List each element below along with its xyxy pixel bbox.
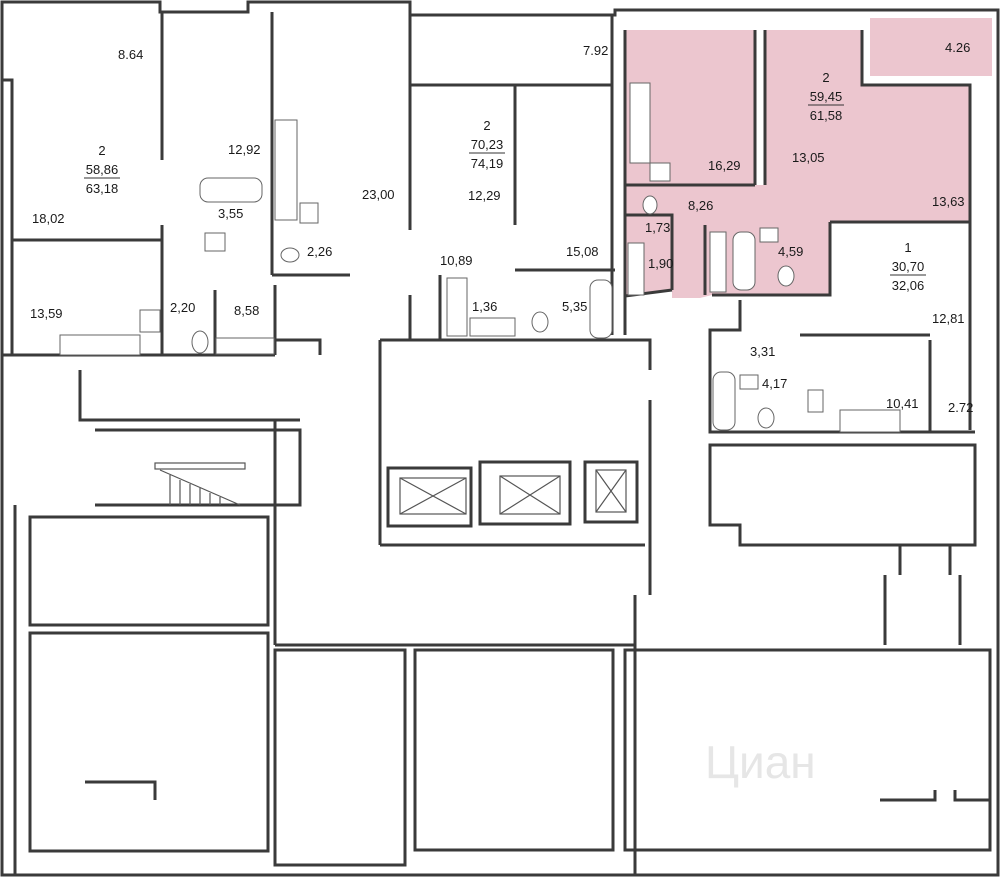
room-area: 2,20 [170,300,195,315]
room-area: 13,63 [932,194,965,209]
room-area: 18,02 [32,211,65,226]
highlighted-apartment[interactable] [625,18,992,298]
room-area: 1,90 [648,256,673,271]
room-area: 13,05 [792,150,825,165]
staircase [154,462,246,506]
room-area: 2.72 [948,400,973,415]
room-area: 12,92 [228,142,261,157]
room-area: 10,41 [886,396,919,411]
room-area: 10,89 [440,253,473,268]
room-area: 3,31 [750,344,775,359]
apartment-living-area: 58,86 [86,162,119,177]
room-area: 15,08 [566,244,599,259]
room-area: 3,55 [218,206,243,221]
room-area: 8,26 [688,198,713,213]
elevator-shafts [386,460,639,528]
fixtures [59,82,901,433]
apartment-labels: 2 58,86 63,18 2 70,23 74,19 2 59,45 61,58 1 30,70 3… [84,70,926,293]
room-area: 12,81 [932,311,965,326]
room-area: 4,59 [778,244,803,259]
apartment-total-area: 32,06 [892,278,925,293]
watermark: Циан [705,736,816,788]
room-labels: 8.64 12,92 18,02 3,55 13,59 2,20 8,58 23… [30,40,973,415]
room-area: 13,59 [30,306,63,321]
room-area: 1,73 [645,220,670,235]
apartment-living-area: 30,70 [892,259,925,274]
room-area: 5,35 [562,299,587,314]
apartment-living-area: 70,23 [471,137,504,152]
apartment-rooms: 2 [822,70,829,85]
apartment-total-area: 61,58 [810,108,843,123]
apartment-rooms: 2 [98,143,105,158]
room-area: 2,26 [307,244,332,259]
room-area: 8.64 [118,47,143,62]
apartment-total-area: 74,19 [471,156,504,171]
room-area: 16,29 [708,158,741,173]
room-area: 7.92 [583,43,608,58]
room-area: 23,00 [362,187,395,202]
apartment-rooms: 1 [904,240,911,255]
room-area: 4.26 [945,40,970,55]
apartment-living-area: 59,45 [810,89,843,104]
room-area: 1,36 [472,299,497,314]
room-area: 12,29 [468,188,501,203]
room-area: 4,17 [762,376,787,391]
room-area: 8,58 [234,303,259,318]
storage-units [28,515,992,867]
apartment-rooms: 2 [483,118,490,133]
apartment-total-area: 63,18 [86,181,119,196]
